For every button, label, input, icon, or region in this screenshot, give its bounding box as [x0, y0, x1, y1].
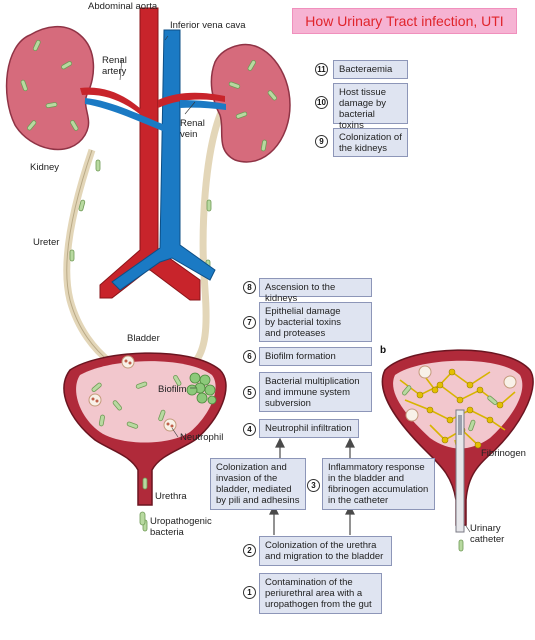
renal-artery	[80, 87, 225, 116]
label-abdominal-aorta: Abdominal aorta	[88, 1, 158, 12]
label-neutrophil: Neutrophil	[180, 432, 224, 443]
step-6-text: Biofilm formation	[265, 351, 336, 362]
legend-bacterium-icon	[139, 511, 146, 526]
step-1-number: 1	[243, 586, 256, 599]
label-bladder: Bladder	[127, 333, 160, 344]
step-7-number: 7	[243, 316, 256, 329]
label-uropathogenic-bacteria: Uropathogenic bacteria	[150, 516, 212, 538]
step-5-number: 5	[243, 386, 256, 399]
step-5-text: Bacterial multiplication and immune syst…	[265, 376, 360, 409]
step-8-text: Ascension to the kidneys	[265, 282, 336, 304]
step-1-text: Contamination of the periurethral area w…	[265, 577, 372, 610]
label-kidney: Kidney	[30, 162, 60, 173]
right-ureter	[192, 108, 226, 365]
panel-label-b: b	[380, 345, 387, 356]
title-banner: How Urinary Tract infection, UTI	[292, 8, 517, 34]
step-6-box: Biofilm formation	[259, 347, 372, 366]
step-2-text: Colonization of the urethra and migratio…	[265, 540, 384, 562]
label-fibrinogen: Fibrinogen	[481, 448, 526, 459]
label-ureter: Ureter	[33, 237, 60, 248]
urinary-catheter-tube	[455, 409, 465, 533]
step-5-box: Bacterial multiplication and immune syst…	[259, 372, 372, 412]
right-kidney	[210, 43, 291, 163]
step-3-text: Inflammatory response in the bladder and…	[328, 462, 429, 506]
step-8-box: Ascension to the kidneys	[259, 278, 372, 304]
renal-vein	[85, 98, 226, 132]
catheter-bladder-lumen	[393, 360, 523, 449]
inferior-vena-cava	[111, 29, 216, 291]
step-2-box: Colonization of the urethra and migratio…	[259, 536, 392, 566]
biofilm-cluster	[186, 372, 217, 405]
label-urethra: Urethra	[155, 491, 187, 502]
step-10-text: Host tissue damage by bacterial toxins	[339, 87, 387, 131]
step-4-text: Neutrophil infiltration	[265, 423, 352, 434]
step-7-text: Epithelial damage by bacterial toxins an…	[265, 306, 342, 339]
step-11-box: Bacteraemia	[333, 60, 408, 79]
step-9-number: 9	[315, 135, 328, 148]
step-11-text: Bacteraemia	[339, 64, 393, 75]
step-4-box: Neutrophil infiltration	[259, 419, 359, 438]
step-colonization-bladder-box: Colonization and invasion of the bladder…	[210, 458, 306, 510]
step-3-box: Inflammatory response in the bladder and…	[322, 458, 435, 510]
label-urinary-catheter: Urinary catheter	[470, 523, 505, 545]
step-6-number: 6	[243, 350, 256, 363]
bladder-lumen	[76, 361, 216, 443]
step-10-box: Host tissue damage by bacterial toxins	[333, 83, 408, 131]
step-3-number: 3	[307, 479, 320, 492]
label-biofilm: Biofilm	[158, 384, 187, 395]
label-renal-vein: Renal vein	[180, 118, 205, 140]
step-1-box: Contamination of the periurethral area w…	[259, 573, 382, 614]
step-8-number: 8	[243, 281, 256, 294]
step-2-number: 2	[243, 544, 256, 557]
label-renal-artery: Renal artery	[102, 55, 127, 77]
step-9-text: Colonization of the kidneys	[339, 132, 402, 154]
page-title: How Urinary Tract infection, UTI	[305, 13, 504, 29]
step-4-number: 4	[243, 423, 256, 436]
step-11-number: 11	[315, 63, 328, 76]
label-inferior-vena-cava: Inferior vena cava	[170, 20, 246, 31]
step-9-box: Colonization of the kidneys	[333, 128, 408, 157]
neutrophils	[88, 355, 177, 432]
step-10-number: 10	[315, 96, 328, 109]
left-ureter-outline	[66, 149, 111, 363]
left-kidney	[5, 26, 95, 151]
step-colonization-bladder-text: Colonization and invasion of the bladder…	[216, 462, 300, 506]
step-7-box: Epithelial damage by bacterial toxins an…	[259, 302, 372, 342]
